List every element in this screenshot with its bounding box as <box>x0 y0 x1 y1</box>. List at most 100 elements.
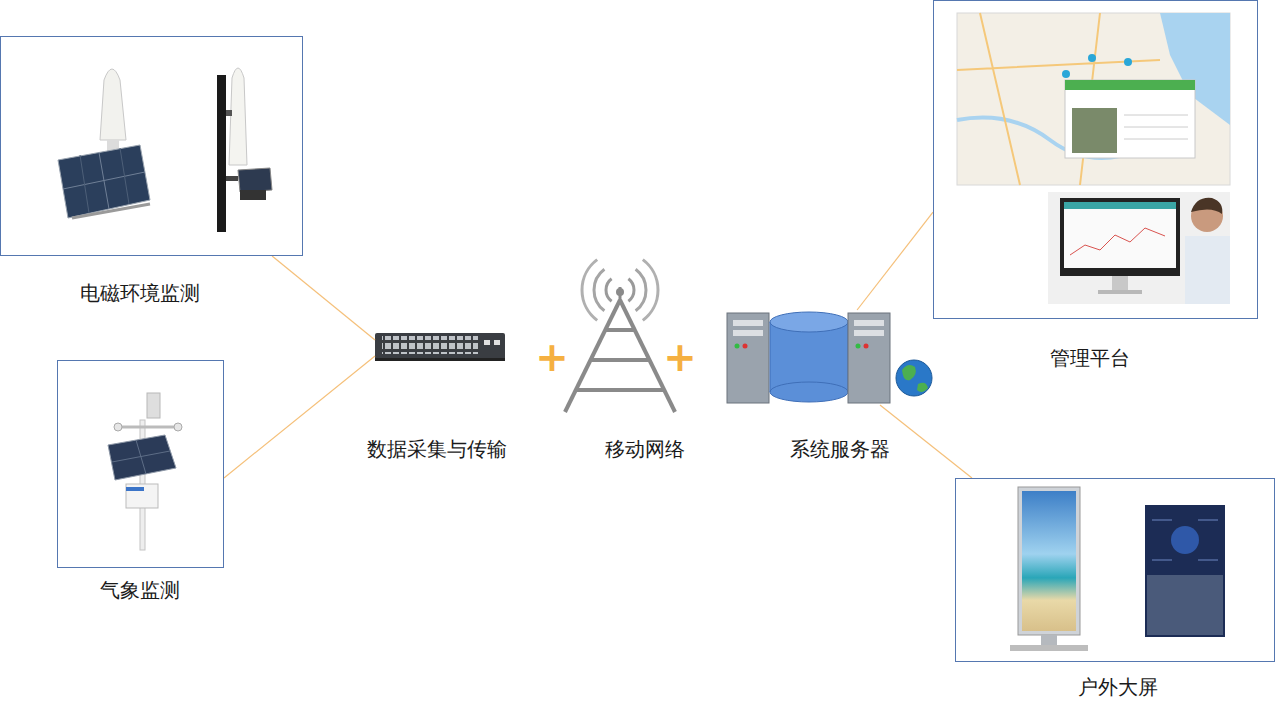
network-switch-part <box>484 340 490 345</box>
network-switch-part <box>494 340 500 345</box>
kiosk-screen-part <box>1041 635 1057 646</box>
node-label: 数据采集与传输 <box>367 437 507 461</box>
weather-station-part <box>126 487 144 491</box>
server-group-part <box>735 344 740 349</box>
network-switch-part <box>375 333 505 360</box>
map-screenshot-part <box>1062 70 1070 78</box>
weather-station-part <box>114 423 122 431</box>
em-monitor-device-part <box>226 176 238 181</box>
em-monitor-device-part <box>100 69 126 140</box>
weather-station-part <box>108 435 176 480</box>
weather-station-part <box>147 393 160 418</box>
kiosk-screen <box>1010 487 1088 651</box>
network-switch-part <box>375 358 505 361</box>
monitor-photo-part <box>1098 290 1142 294</box>
tablet-screen-part <box>1145 505 1225 637</box>
signal-tower-part <box>643 260 658 321</box>
kiosk-screen-part <box>1022 491 1076 631</box>
map-screenshot-part <box>1124 58 1132 66</box>
weather-station-part <box>112 451 170 462</box>
node-label: 移动网络 <box>605 437 685 461</box>
server-group-part <box>902 365 916 380</box>
em-monitor-device-part <box>240 190 266 200</box>
em-monitor-device <box>217 68 272 232</box>
map-screenshot-part <box>1072 108 1117 153</box>
monitor-photo-part <box>1048 192 1230 304</box>
connector-line <box>272 256 375 340</box>
em-monitor-device-part <box>229 68 247 165</box>
server-group-part <box>743 344 748 349</box>
map-screenshot-part <box>1124 139 1188 140</box>
tablet-screen-part <box>1147 575 1223 635</box>
server-group-part <box>770 322 771 392</box>
node-label: 电磁环境监测 <box>80 281 200 305</box>
server-group-part <box>896 360 932 396</box>
em-monitor-device-part <box>58 145 150 218</box>
signal-tower-part <box>605 328 635 332</box>
map-screenshot <box>957 13 1230 185</box>
network-node: 移动网络 <box>560 250 680 412</box>
server-group-part <box>733 330 763 336</box>
signal-tower-part <box>616 288 624 296</box>
platform-frame: 管理平台 <box>933 0 1258 319</box>
tablet-screen-part <box>1198 520 1218 521</box>
signal-tower-part <box>594 269 604 311</box>
signal-tower-part <box>636 269 646 311</box>
monitor-photo-part <box>1070 228 1165 255</box>
network-switch-part <box>382 336 478 354</box>
server-group-part <box>770 382 848 402</box>
server-group-part <box>917 383 928 392</box>
monitor-photo-part <box>1064 202 1176 268</box>
monitor-photo-part <box>1112 276 1128 290</box>
server-group-part <box>848 313 890 403</box>
signal-tower-part <box>606 279 612 301</box>
kiosk-screen-part <box>1010 645 1088 651</box>
tablet-screen-part <box>1198 560 1218 561</box>
network-switch <box>375 333 505 361</box>
signal-tower <box>565 260 675 412</box>
signal-tower-part <box>576 388 664 392</box>
server-group-part <box>733 320 763 326</box>
node-label: 户外大屏 <box>1078 675 1158 699</box>
server-group-part <box>727 313 769 403</box>
map-screenshot-part <box>1124 115 1188 116</box>
tablet-screen-part <box>1171 526 1199 554</box>
monitor-photo-part <box>1191 198 1222 214</box>
weather-station-part <box>126 484 158 508</box>
node-label: 系统服务器 <box>790 437 890 461</box>
map-screenshot-part <box>1124 127 1188 128</box>
monitor-frame: 气象监测 <box>57 360 224 568</box>
monitor-photo-part <box>1060 198 1180 276</box>
weather-station-part <box>174 423 182 431</box>
server-group <box>727 312 932 403</box>
server-node: 系统服务器 <box>725 310 935 405</box>
signal-tower-part <box>582 260 597 321</box>
em-monitor-device-part <box>63 172 145 189</box>
map-screenshot-part <box>957 13 1230 185</box>
em-monitor-device-part <box>120 148 129 204</box>
weather-station-part <box>115 426 180 429</box>
map-screenshot-part <box>1065 80 1195 90</box>
server-group-part <box>856 344 861 349</box>
map-screenshot-part <box>1088 54 1096 62</box>
signal-tower-part <box>591 358 650 362</box>
connector-line <box>224 356 375 478</box>
em-monitor-device <box>58 69 150 218</box>
monitor-frame: 电磁环境监测 <box>0 36 303 256</box>
em-monitor-device-part <box>72 204 150 218</box>
node-label: 气象监测 <box>100 578 180 602</box>
tablet-screen <box>1145 505 1225 637</box>
server-group-part <box>854 330 884 336</box>
screen-frame: 户外大屏 <box>955 478 1275 662</box>
em-monitor-device-part <box>238 168 272 192</box>
signal-tower-part <box>628 279 634 301</box>
server-group-part <box>864 344 869 349</box>
tablet-screen-part <box>1152 520 1172 521</box>
switch-node: 数据采集与传输 <box>375 333 505 361</box>
em-monitor-device-part <box>80 155 89 213</box>
em-monitor-device-part <box>217 75 226 232</box>
em-monitor-device-part <box>226 110 232 116</box>
kiosk-screen-part <box>1018 487 1080 635</box>
